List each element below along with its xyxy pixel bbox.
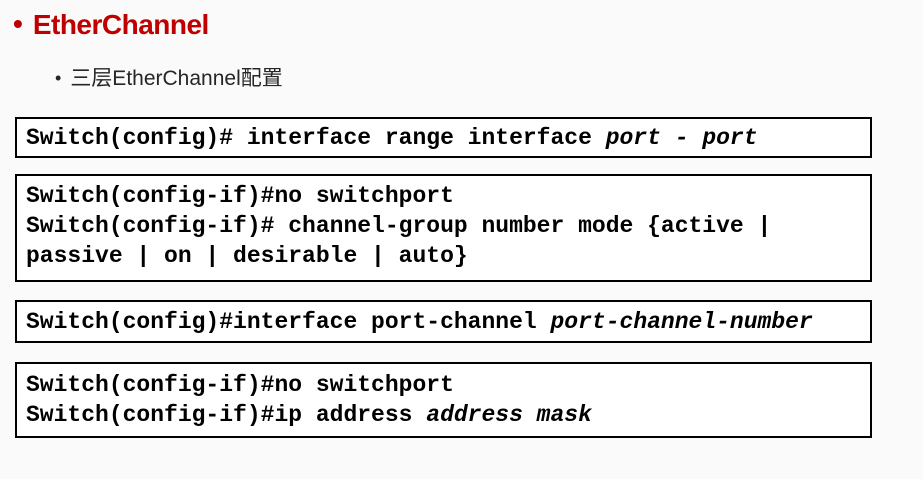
code-line: Switch(config)#interface port-channel po… xyxy=(17,307,813,337)
code-text: Switch(config-if)#no switchport xyxy=(26,183,454,209)
code-box-ip-address: Switch(config-if)#no switchport Switch(c… xyxy=(15,362,872,438)
code-line: Switch(config-if)#ip address address mas… xyxy=(17,400,870,430)
code-text: Switch(config)# interface range interfac… xyxy=(26,124,606,151)
bullet-icon: • xyxy=(13,7,23,39)
code-line: Switch(config-if)# channel-group number … xyxy=(17,211,870,241)
subtitle-row: • 三层EtherChannel配置 xyxy=(55,65,283,92)
code-argument: port - port xyxy=(605,124,758,151)
code-line: passive | on | desirable | auto} xyxy=(17,241,870,271)
code-text: Switch(config)#interface port-channel xyxy=(26,308,551,335)
code-line: Switch(config)# interface range interfac… xyxy=(17,123,758,153)
code-line: Switch(config-if)#no switchport xyxy=(17,181,870,211)
code-text: Switch(config-if)#ip address xyxy=(26,402,427,428)
subtitle: 三层EtherChannel配置 xyxy=(70,67,283,90)
code-text: Switch(config-if)# channel-group number … xyxy=(26,213,772,239)
code-argument: port-channel-number xyxy=(550,308,813,335)
code-box-interface-range: Switch(config)# interface range interfac… xyxy=(15,117,872,158)
code-text: Switch(config-if)#no switchport xyxy=(26,372,454,398)
code-line: Switch(config-if)#no switchport xyxy=(17,370,870,400)
title-row: • EtherChannel xyxy=(13,8,209,42)
code-argument: address mask xyxy=(426,402,592,428)
code-box-port-channel: Switch(config)#interface port-channel po… xyxy=(15,300,872,343)
code-text: passive | on | desirable | auto} xyxy=(26,243,468,269)
code-box-channel-group: Switch(config-if)#no switchport Switch(c… xyxy=(15,174,872,282)
bullet-icon: • xyxy=(55,67,62,88)
page-title: EtherChannel xyxy=(32,9,210,40)
